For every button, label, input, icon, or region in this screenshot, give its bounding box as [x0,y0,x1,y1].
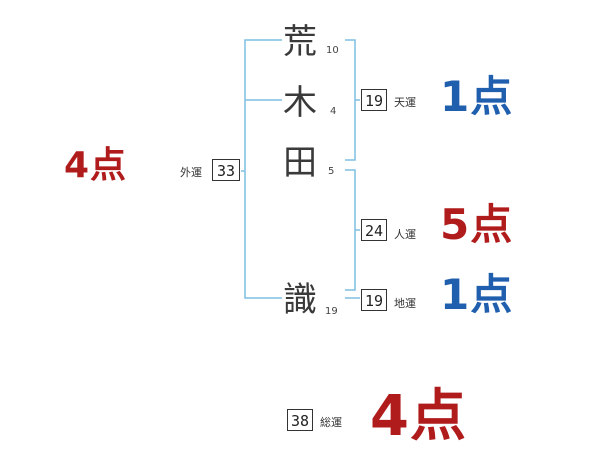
tenun-score: 1点 [440,72,514,121]
chiun-label: 地運 [394,297,416,310]
jinun-label: 人運 [394,228,416,241]
gaiun-value: 33 [212,159,240,181]
ten-bracket [345,39,356,161]
jin-bracket [345,169,356,291]
souun-label: 総運 [320,416,342,429]
chiun-score: 1点 [440,270,514,319]
surname-char-3: 田 [283,143,317,183]
gaiun-label: 外運 [180,166,202,179]
given-strokes-1: 19 [325,306,338,317]
souun-score: 4点 [370,384,467,449]
tenun-value: 19 [361,89,387,111]
chiun-value: 19 [361,289,387,311]
tenun-label: 天運 [394,96,416,109]
surname-strokes-3: 5 [328,166,335,177]
surname-strokes-2: 4 [330,106,337,117]
surname-char-1: 荒 [283,22,317,62]
surname-strokes-1: 10 [326,45,339,56]
jinun-score: 5点 [440,200,514,249]
surname-char-2: 木 [283,83,317,123]
outer-bracket [244,39,282,299]
souun-value: 38 [287,409,313,431]
given-char-1: 識 [283,280,317,320]
gaiun-score: 4点 [64,145,128,186]
jinun-value: 24 [361,219,387,241]
